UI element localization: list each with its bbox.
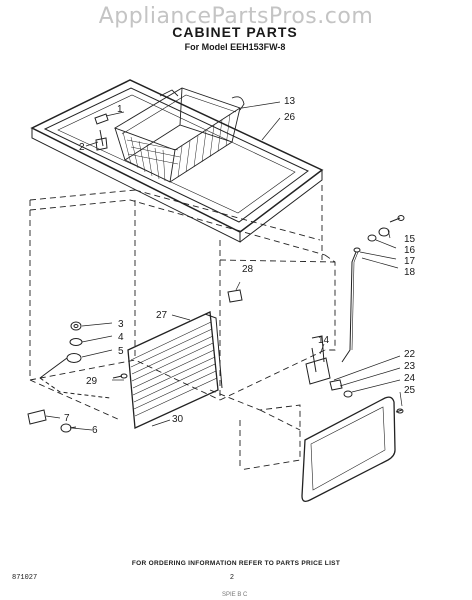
- callout-2: 2: [79, 142, 85, 153]
- drain-parts: [341, 215, 405, 363]
- callout-23: 23: [404, 361, 416, 372]
- callout-4: 4: [118, 332, 124, 343]
- page-number: 2: [230, 574, 234, 581]
- callout-25: 25: [404, 385, 416, 396]
- callout-22: 22: [404, 349, 416, 360]
- cabinet-body-outline: [29, 185, 336, 471]
- document-code: 871027: [12, 574, 38, 582]
- lid-hinge-parts: [94, 113, 109, 151]
- watermark: AppliancePartsPros.com: [98, 4, 374, 29]
- callout-24: 24: [404, 373, 416, 384]
- access-panel: [301, 396, 396, 502]
- callout-17: 17: [404, 256, 416, 267]
- ordering-info-note: FOR ORDERING INFORMATION REFER TO PARTS …: [131, 560, 341, 567]
- callout-6: 6: [92, 425, 98, 436]
- cabinet-lid: [30, 79, 324, 243]
- callout-26: 26: [284, 112, 296, 123]
- diagram-title: CABINET PARTS: [172, 24, 298, 40]
- callout-5: 5: [118, 346, 124, 357]
- thermostat-knob-parts: [39, 321, 111, 399]
- wire-basket: [113, 87, 245, 183]
- callout-15: 15: [404, 234, 416, 245]
- grille-screw: [112, 373, 128, 379]
- callout-14: 14: [318, 335, 330, 346]
- condenser-grille: [127, 311, 223, 429]
- access-cover-fasteners: [329, 379, 404, 414]
- callout-16: 16: [404, 245, 416, 256]
- latch-part: [227, 289, 243, 303]
- callout-3: 3: [118, 319, 124, 330]
- callout-27: 27: [156, 310, 168, 321]
- base-parts: [27, 409, 77, 433]
- model-line: For Model EEH153FW-8: [184, 42, 286, 52]
- callout-28: 28: [242, 264, 254, 275]
- callout-18: 18: [404, 267, 416, 278]
- hinge-bracket: [305, 335, 331, 385]
- callout-30: 30: [172, 414, 184, 425]
- bottom-marking: SPIE B C: [222, 592, 248, 598]
- leader-lines: [45, 101, 403, 431]
- callout-13: 13: [284, 96, 296, 107]
- callout-29: 29: [86, 376, 98, 387]
- callout-1: 1: [117, 104, 123, 115]
- callout-7: 7: [64, 413, 70, 424]
